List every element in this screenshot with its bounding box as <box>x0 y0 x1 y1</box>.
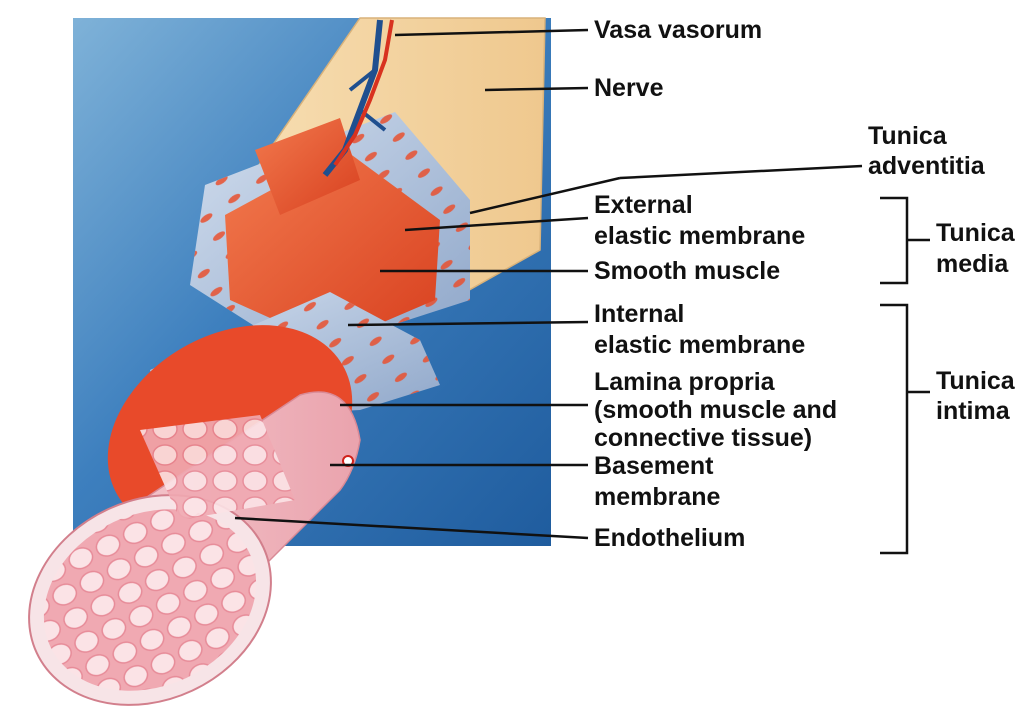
group-tunica-intima-line2: intima <box>936 397 1010 425</box>
label-lamina-line1: Lamina propria <box>594 368 775 396</box>
label-internal-line1: Internal <box>594 300 685 328</box>
group-tunica-media-line2: media <box>936 250 1009 278</box>
label-external-line1: External <box>594 191 693 219</box>
label-lamina-line3: connective tissue) <box>594 424 813 452</box>
endothelial-cells <box>43 509 257 691</box>
label-tunica-adventitia-line1: Tunica <box>868 122 947 150</box>
label-tunica-adventitia-line2: adventitia <box>868 152 985 180</box>
label-smooth-muscle: Smooth muscle <box>594 257 781 285</box>
label-lamina-line2: (smooth muscle and <box>594 396 838 424</box>
label-internal-line2: elastic membrane <box>594 331 806 359</box>
leader-lines <box>234 28 930 555</box>
group-tunica-intima-line1: Tunica <box>936 367 1015 395</box>
label-basement-line2: membrane <box>594 483 721 511</box>
label-nerve: Nerve <box>594 74 664 102</box>
label-vasa-vasorum: Vasa vasorum <box>594 16 763 44</box>
group-tunica-media-line1: Tunica <box>936 219 1015 247</box>
label-endothelium: Endothelium <box>594 524 746 552</box>
label-external-line2: elastic membrane <box>594 222 806 250</box>
label-basement-line1: Basement <box>594 452 714 480</box>
vasa-vasorum-artery <box>333 19 394 167</box>
